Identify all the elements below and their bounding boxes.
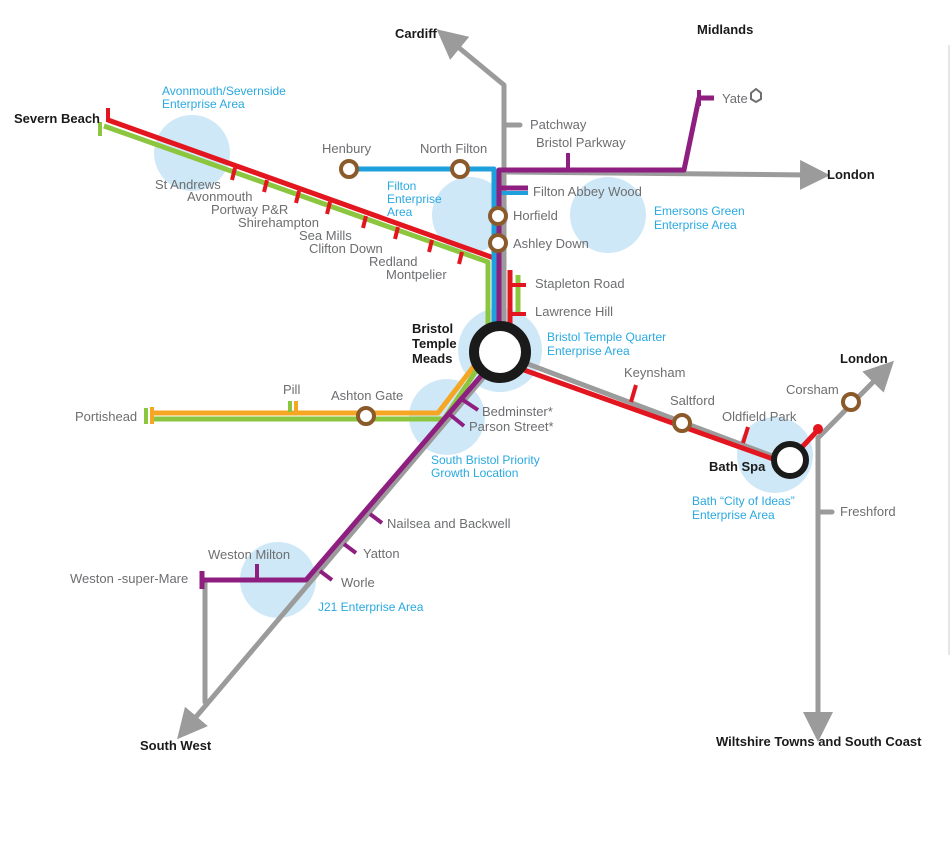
label-st-andrews: St Andrews [155, 177, 221, 192]
label-weston-milton: Weston Milton [208, 547, 290, 562]
label-ashley-down: Ashley Down [513, 236, 589, 251]
label-corsham: Corsham [786, 382, 839, 397]
station-horfield-marker [488, 206, 508, 226]
label-parson-street: Parson Street* [469, 419, 554, 434]
purple-line [199, 95, 714, 589]
line-to-cardiff [436, 29, 507, 343]
zone-label-j21: J21 Enterprise Area [318, 600, 424, 614]
zone-label-avonmouth-1: Avonmouth/Severnside [162, 84, 286, 98]
dest-london-bath: London [840, 351, 888, 366]
label-portishead: Portishead [75, 409, 137, 424]
hub-labels: Bristol Temple Meads Bath Spa [412, 321, 766, 474]
hub-label-line-3: Meads [412, 351, 452, 366]
line-to-bath [501, 352, 791, 465]
hub-label-line-1: Bristol [412, 321, 453, 336]
station-ashton-gate-marker [356, 406, 376, 426]
label-nailsea: Nailsea and Backwell [387, 516, 511, 531]
label-weston-super-mare: Weston -super-Mare [70, 571, 188, 586]
dest-london-east: London [827, 167, 875, 182]
hub-label-bath-spa: Bath Spa [709, 459, 766, 474]
zone-label-filton-2: Enterprise [387, 192, 442, 206]
zone-label-temple-quarter-2: Enterprise Area [547, 344, 630, 358]
station-north-filton-marker [450, 159, 470, 179]
dest-cardiff: Cardiff [395, 26, 438, 41]
station-saltford-marker [672, 413, 692, 433]
label-north-filton: North Filton [420, 141, 487, 156]
station-henbury-marker [339, 159, 359, 179]
label-keynsham: Keynsham [624, 365, 685, 380]
label-sea-mills: Sea Mills [299, 228, 352, 243]
label-patchway: Patchway [530, 117, 587, 132]
hub-label-line-2: Temple [412, 336, 457, 351]
label-bedminster: Bedminster* [482, 404, 553, 419]
label-bristol-parkway: Bristol Parkway [536, 135, 626, 150]
label-montpelier: Montpelier [386, 267, 447, 282]
zone-label-avonmouth-2: Enterprise Area [162, 97, 245, 111]
label-avonmouth: Avonmouth [187, 189, 253, 204]
orange-line-portishead [150, 343, 492, 416]
label-redland: Redland [369, 254, 417, 269]
label-ashton-gate: Ashton Gate [331, 388, 403, 403]
label-oldfield-park: Oldfield Park [722, 409, 797, 424]
label-filton-abbey-wood: Filton Abbey Wood [533, 184, 642, 199]
label-portway: Portway P&R [211, 202, 288, 217]
label-saltford: Saltford [670, 393, 715, 408]
zone-label-south-bristol-1: South Bristol Priority [431, 453, 540, 467]
dest-wiltshire: Wiltshire Towns and South Coast [716, 734, 922, 749]
zone-label-bath-1: Bath “City of Ideas” [692, 494, 795, 508]
dest-midlands: Midlands [697, 22, 753, 37]
zone-label-filton-3: Area [387, 205, 413, 219]
destination-labels: Cardiff Midlands Severn Beach London Lon… [14, 22, 922, 753]
zone-label-emersons-2: Enterprise Area [654, 218, 737, 232]
label-pill: Pill [283, 382, 300, 397]
dest-severn-beach: Severn Beach [14, 111, 100, 126]
label-clifton-down: Clifton Down [309, 241, 383, 256]
zone-labels: Avonmouth/Severnside Enterprise Area Fil… [162, 84, 795, 614]
zone-label-south-bristol-2: Growth Location [431, 466, 518, 480]
label-horfield: Horfield [513, 208, 558, 223]
zone-label-temple-quarter-1: Bristol Temple Quarter [547, 330, 666, 344]
zone-emersons [570, 177, 646, 253]
dest-south-west: South West [140, 738, 212, 753]
zone-filton [432, 177, 508, 253]
label-henbury: Henbury [322, 141, 372, 156]
blue-line [350, 166, 497, 340]
zone-label-filton-1: Filton [387, 179, 416, 193]
station-corsham-marker [841, 392, 861, 412]
station-ticks [98, 90, 750, 582]
line-to-south-west [177, 355, 503, 740]
zone-label-emersons-1: Emersons Green [654, 204, 745, 218]
label-worle: Worle [341, 575, 375, 590]
station-labels: Patchway Bristol Parkway Yate Henbury No… [70, 91, 896, 590]
label-yate: Yate [722, 91, 748, 106]
junction-dot [813, 424, 823, 434]
label-shirehampton: Shirehampton [238, 215, 319, 230]
yate-hexagon-icon [750, 87, 762, 104]
hub-bath-spa [771, 441, 809, 479]
label-stapleton-road: Stapleton Road [535, 276, 625, 291]
label-yatton: Yatton [363, 546, 400, 561]
zone-avonmouth [154, 115, 230, 191]
new-stations [339, 159, 861, 433]
zone-label-bath-2: Enterprise Area [692, 508, 775, 522]
label-lawrence-hill: Lawrence Hill [535, 304, 613, 319]
station-ashley-down-marker [488, 233, 508, 253]
hub-bristol-temple-meads [469, 321, 531, 383]
right-edge-divider [948, 45, 950, 655]
label-freshford: Freshford [840, 504, 896, 519]
